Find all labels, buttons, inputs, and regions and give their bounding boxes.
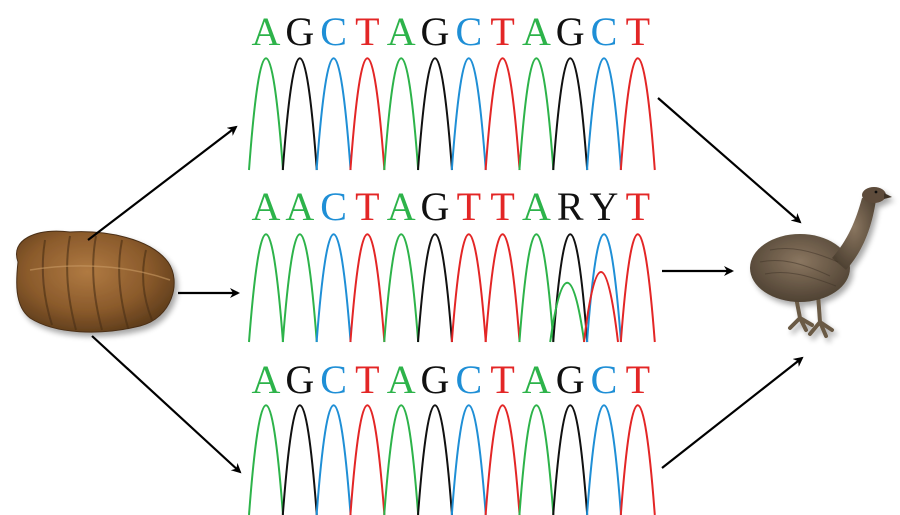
base-letter: G bbox=[421, 357, 450, 402]
chromatogram-peak bbox=[248, 233, 284, 343]
chromatogram-peak bbox=[586, 57, 622, 171]
base-letter: T bbox=[490, 9, 514, 54]
arrow-to-read-1 bbox=[87, 125, 238, 241]
base-letter: C bbox=[320, 357, 347, 402]
moa-bird-icon bbox=[750, 187, 892, 338]
base-letter: C bbox=[455, 357, 482, 402]
chromatogram-peak bbox=[417, 404, 453, 515]
base-letter: T bbox=[457, 184, 481, 229]
chromatogram-peak bbox=[552, 404, 589, 515]
chromatogram-peak bbox=[315, 233, 352, 343]
chromatogram-peak bbox=[518, 404, 555, 515]
base-letter: A bbox=[285, 184, 314, 229]
chromatogram-peak bbox=[349, 404, 386, 515]
base-letter: T bbox=[490, 357, 514, 402]
chromatogram-peak bbox=[518, 233, 555, 343]
base-letter: A bbox=[522, 9, 551, 54]
chromatogram-peak bbox=[518, 57, 555, 171]
chromatogram-peak bbox=[248, 404, 284, 515]
base-letter: A bbox=[522, 357, 551, 402]
chromatogram-peak bbox=[484, 57, 521, 171]
base-letter: T bbox=[355, 184, 379, 229]
base-letter: T bbox=[355, 9, 379, 54]
base-letter: A bbox=[387, 357, 416, 402]
chromatogram-peak bbox=[315, 57, 352, 171]
base-letter: T bbox=[626, 9, 650, 54]
base-letter: A bbox=[387, 9, 416, 54]
chromatogram-peak bbox=[586, 404, 622, 515]
base-letter: C bbox=[320, 9, 347, 54]
chromatogram-peak bbox=[552, 233, 589, 343]
chromatogram-peak bbox=[281, 404, 318, 515]
base-letter: G bbox=[556, 357, 585, 402]
base-letter: C bbox=[455, 9, 482, 54]
chromatogram-peak bbox=[383, 404, 420, 515]
base-letter: G bbox=[421, 184, 450, 229]
chromatogram-peak bbox=[383, 233, 420, 343]
base-letter: R bbox=[557, 184, 584, 229]
chromatogram-peak bbox=[417, 57, 453, 171]
coprolite-icon bbox=[16, 230, 175, 333]
base-letter: G bbox=[285, 357, 314, 402]
base-letter: T bbox=[490, 184, 514, 229]
base-letter: A bbox=[252, 9, 281, 54]
base-letter: T bbox=[626, 184, 650, 229]
chromatogram-peak bbox=[552, 57, 589, 171]
chromatogram-peak bbox=[281, 57, 318, 171]
base-letter: C bbox=[591, 357, 618, 402]
chromatogram-peak bbox=[450, 233, 487, 343]
base-letter: T bbox=[626, 357, 650, 402]
arrows-sample-to-reads bbox=[87, 125, 242, 474]
arrow-from-read-3 bbox=[661, 356, 804, 469]
chromatogram-peak bbox=[417, 233, 453, 343]
chromatogram-peak bbox=[349, 57, 386, 171]
base-letter: Y bbox=[590, 184, 619, 229]
chromatogram-secondary-peak bbox=[549, 281, 586, 343]
arrow-to-read-3 bbox=[91, 335, 242, 474]
chromatogram-peak bbox=[450, 57, 487, 171]
base-letter: A bbox=[387, 184, 416, 229]
chromatogram-peak bbox=[248, 57, 284, 171]
base-letter: C bbox=[320, 184, 347, 229]
base-letter: A bbox=[252, 184, 281, 229]
arrow-from-read-1 bbox=[657, 97, 802, 224]
base-letter: A bbox=[252, 357, 281, 402]
chromatogram-peak bbox=[484, 233, 521, 343]
chromatogram-secondary-peak bbox=[583, 271, 619, 343]
base-letter: G bbox=[285, 9, 314, 54]
base-letter: A bbox=[522, 184, 551, 229]
chromatogram-peak bbox=[315, 404, 352, 515]
chromatogram-peak bbox=[383, 57, 420, 171]
chromatogram-peak bbox=[281, 233, 318, 343]
chromatogram-peak bbox=[450, 404, 487, 515]
chromatogram-peak bbox=[619, 57, 656, 171]
chromatogram-peak bbox=[619, 404, 656, 515]
base-letter: G bbox=[556, 9, 585, 54]
chromatogram-peak bbox=[619, 233, 656, 343]
arrows-reads-to-organism bbox=[657, 97, 804, 469]
base-letter: T bbox=[355, 357, 379, 402]
base-letter: G bbox=[421, 9, 450, 54]
base-letter: C bbox=[591, 9, 618, 54]
chromatogram-peak bbox=[349, 233, 386, 343]
chromatogram-peak bbox=[484, 404, 521, 515]
